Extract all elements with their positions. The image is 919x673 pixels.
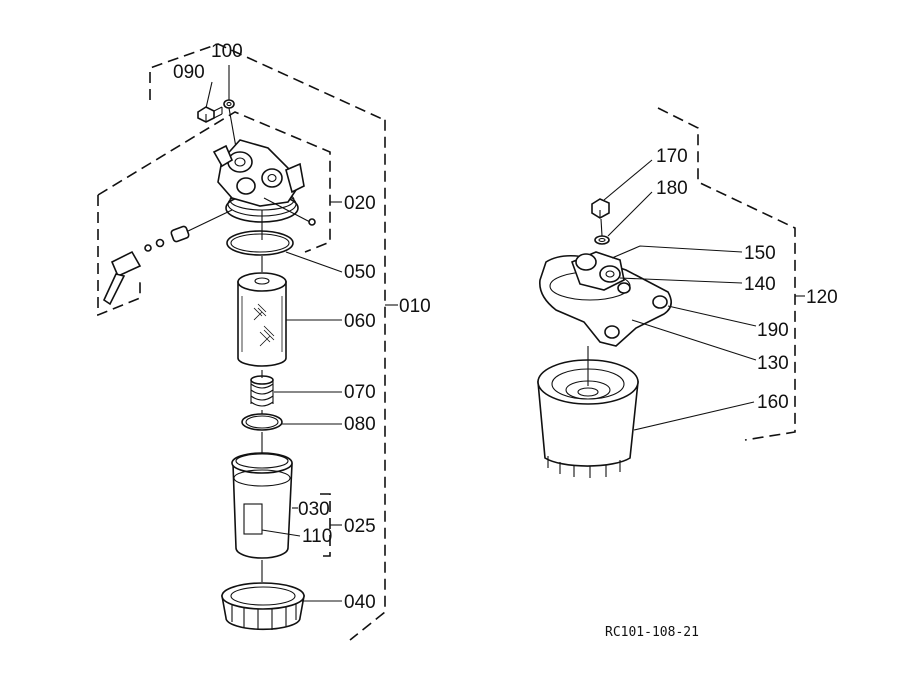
washer-180	[594, 235, 610, 245]
label-190: 190	[757, 320, 789, 341]
label-150: 150	[744, 243, 776, 264]
bracket-120	[657, 107, 796, 441]
o-ring-050-inner	[230, 233, 290, 253]
left-fuel-filter-assembly: 090 100 020 050 060 010 070 080 030 110 …	[97, 41, 431, 641]
right-oil-filter-assembly: 170 180 150 140 120 190 130 160	[537, 107, 838, 478]
label-060: 060	[344, 311, 376, 332]
label-025: 025	[344, 516, 376, 537]
label-080: 080	[344, 414, 376, 435]
axis-right-top	[600, 218, 603, 237]
spring-070	[250, 375, 274, 407]
label-040: 040	[344, 592, 376, 613]
label-110: 110	[302, 526, 332, 547]
label-140: 140	[744, 274, 776, 295]
leader-160	[633, 401, 755, 431]
label-130: 130	[757, 353, 789, 374]
bolt-090	[197, 106, 223, 123]
leader-050	[285, 251, 343, 273]
bracket-020-top	[97, 111, 331, 253]
washer-100	[223, 99, 235, 109]
drawing-code: RC101-108-21	[605, 625, 699, 640]
label-070: 070	[344, 382, 376, 403]
leader-190	[667, 305, 757, 327]
leader-170	[603, 159, 653, 201]
bowl-030	[231, 452, 293, 559]
leader-130	[631, 319, 757, 361]
bolt-170	[591, 198, 610, 219]
oil-filter-160	[537, 359, 639, 478]
leader-090	[205, 81, 213, 109]
label-090: 090	[173, 62, 205, 83]
label-050: 050	[344, 262, 376, 283]
bracket-010	[149, 43, 386, 641]
leader-180	[607, 191, 653, 237]
leader-140	[619, 277, 743, 284]
label-020: 020	[344, 193, 376, 214]
label-120: 120	[806, 287, 838, 308]
filter-head-020	[102, 139, 316, 306]
label-170: 170	[656, 146, 688, 167]
leader-110	[261, 529, 301, 537]
washer-180-hole	[598, 237, 606, 243]
washer-100-hole	[226, 101, 232, 107]
o-ring-050	[226, 230, 294, 256]
leader-150	[611, 245, 743, 259]
label-030: 030	[298, 499, 330, 520]
o-ring-080-inner	[245, 415, 279, 429]
filter-element-060	[237, 272, 287, 367]
label-160: 160	[757, 392, 789, 413]
label-180: 180	[656, 178, 688, 199]
ring-nut-040	[221, 582, 305, 631]
filter-bracket-130	[539, 251, 672, 347]
label-100: 100	[211, 41, 243, 62]
label-010: 010	[399, 296, 431, 317]
